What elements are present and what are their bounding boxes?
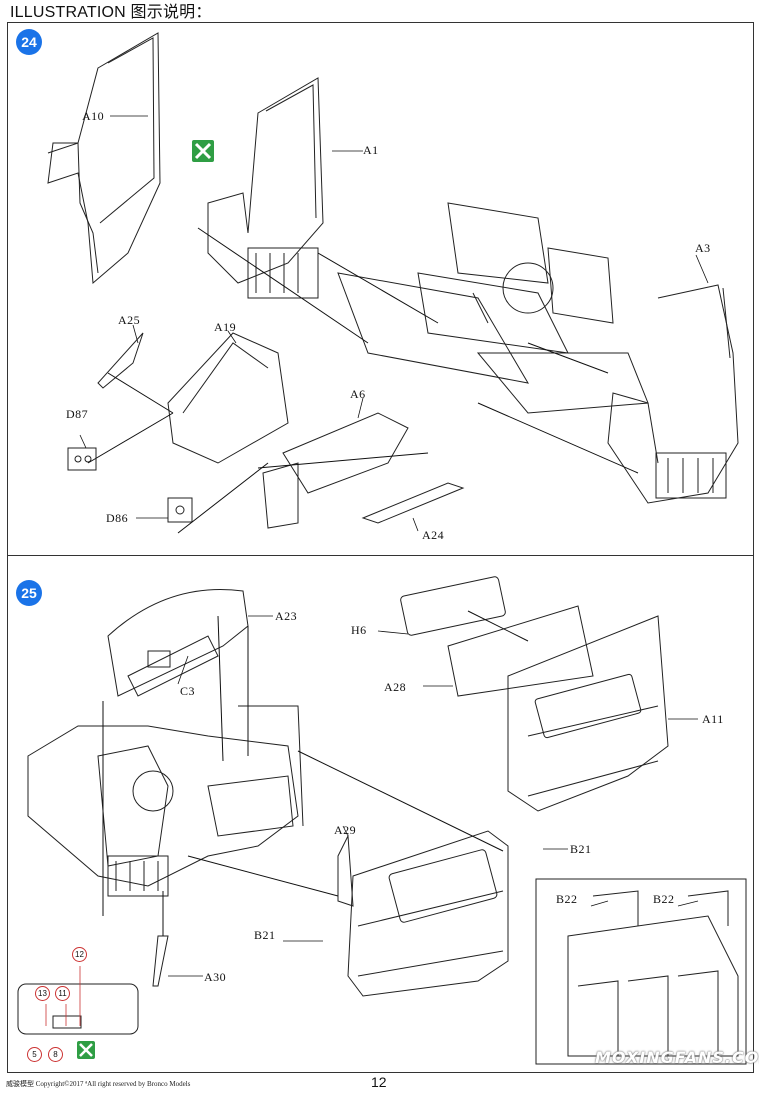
label-D86: D86 <box>106 511 129 525</box>
label-A24: A24 <box>422 528 445 542</box>
watermark: MOXINGFANS.COM <box>595 1048 759 1067</box>
label-A3: A3 <box>695 241 711 255</box>
step-25-panel: 25 <box>7 555 754 1073</box>
label-A28: A28 <box>384 680 407 694</box>
label-B21-right: B21 <box>570 842 592 856</box>
paint-icon <box>77 1041 95 1059</box>
label-B22-right: B22 <box>653 892 675 906</box>
step-24-badge: 24 <box>16 29 42 55</box>
label-D87: D87 <box>66 407 89 421</box>
callout-12: 12 <box>72 947 87 962</box>
page-header-title: ILLUSTRATION 图示说明： <box>10 4 212 21</box>
label-H6: H6 <box>351 623 367 637</box>
label-A29: A29 <box>334 823 357 837</box>
label-A30: A30 <box>204 970 227 984</box>
label-A11: A11 <box>702 712 724 726</box>
label-B22-left: B22 <box>556 892 578 906</box>
label-A23: A23 <box>275 609 298 623</box>
callout-8: 8 <box>48 1047 63 1062</box>
label-A10: A10 <box>82 109 105 123</box>
label-A19: A19 <box>214 320 237 334</box>
page-number: 12 <box>371 1074 387 1090</box>
step-24-panel: 24 <box>7 22 754 557</box>
label-A25: A25 <box>118 313 141 327</box>
callout-5: 5 <box>27 1047 42 1062</box>
step-24-assembly-drawing <box>47 32 739 534</box>
label-C3: C3 <box>180 684 196 698</box>
label-A1: A1 <box>363 143 379 157</box>
label-A6: A6 <box>350 387 366 401</box>
callout-11: 11 <box>55 986 70 1001</box>
footer-copyright: 威骏模型 Copyright©2017 ªAll right reserved … <box>6 1080 191 1088</box>
callout-13: 13 <box>35 986 50 1001</box>
step-25-badge: 25 <box>16 580 42 606</box>
glue-icon <box>192 140 214 162</box>
step-25-assembly-drawing <box>17 576 747 1065</box>
label-B21-left: B21 <box>254 928 276 942</box>
